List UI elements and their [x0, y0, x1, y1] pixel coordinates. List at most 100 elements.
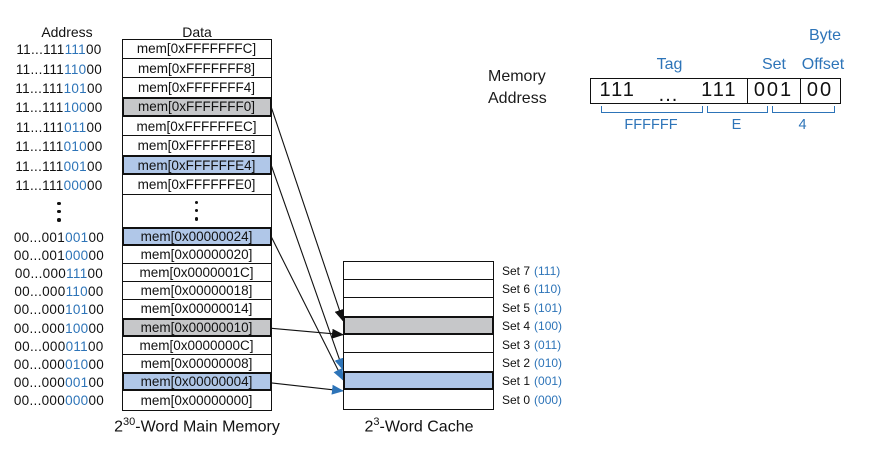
cache-row [343, 279, 493, 299]
set-bits-text: 100 [65, 320, 89, 336]
address-bits-text: 00 [88, 338, 104, 354]
tag-hex-brace [601, 106, 703, 113]
memory-data-cell: mem[0x00000024] [122, 227, 271, 246]
ellipsis-dot [194, 200, 199, 205]
cache-set-name: Set 4 [502, 319, 531, 334]
memory-data-cell: mem[0xFFFFFFFC] [122, 39, 271, 59]
address-bits-text: 00 [88, 302, 105, 318]
main-memory-caption: 230-Word Main Memory [87, 416, 307, 436]
cache-set-name: Set 5 [502, 300, 531, 315]
cache-set-label: Set 1(001) [502, 372, 562, 390]
address-bits-text: 11...111 [15, 158, 64, 174]
mid-hex-value: E [731, 117, 742, 133]
address-bits-text: 00 [88, 393, 105, 409]
cache-set-labels: Set 7(111)Set 6(110)Set 5(101)Set 4(100)… [502, 262, 562, 409]
cache-set-name: Set 1 [502, 374, 531, 389]
cache-set-bits: (111) [534, 264, 561, 278]
set-bits-text: 001 [65, 375, 89, 391]
memory-data-cell: mem[0x00000008] [122, 354, 271, 374]
mapping-arrow [271, 237, 344, 381]
tag-hex-value: FFFFFF [624, 117, 678, 133]
address-bits-text: 00...001 [13, 247, 66, 263]
data-column-header: Data [182, 24, 212, 40]
caption-exponent: 30 [123, 416, 136, 428]
ellipsis-dot [57, 201, 61, 206]
address-bits-text: 00...001 [13, 229, 66, 245]
address-bits-text: 00...000 [14, 284, 66, 300]
tag-bits-left: 111 [599, 79, 636, 101]
address-bits-text: 00 [87, 158, 103, 174]
cache-set-label: Set 4(100) [502, 317, 562, 335]
cache-set-bits: (000) [534, 392, 563, 407]
set-bits-text: 000 [63, 177, 87, 193]
address-bits-text: 00 [88, 320, 105, 336]
byte-offset-field: 00 [799, 78, 840, 103]
cache-row [343, 261, 493, 280]
address-column-header: Address [41, 24, 93, 40]
memory-data-cell: mem[0x0000001C] [122, 264, 271, 283]
address-box: 111 ... 111 001 00 [589, 77, 841, 105]
memory-data-cell: mem[0xFFFFFFF8] [122, 58, 271, 79]
memory-data-cell: mem[0xFFFFFFE4] [122, 155, 271, 176]
set-bits-text: 110 [64, 61, 87, 77]
address-bits-text: 11...111 [15, 100, 64, 116]
address-ellipsis [2, 195, 116, 228]
address-bits-text: 11...111 [15, 139, 64, 155]
address-bits-text: 11...111 [15, 61, 65, 77]
ellipsis-dot [194, 208, 199, 213]
mid-hex-brace [707, 106, 768, 113]
cache-table [342, 260, 494, 410]
mapping-arrow [271, 382, 344, 395]
ellipsis-dot [57, 209, 61, 214]
tag-bits-right: 111 [701, 79, 738, 101]
cache-row [343, 371, 493, 391]
offset-hex-value: 4 [798, 117, 807, 133]
set-label: Set [761, 56, 786, 73]
cache-set-bits: (001) [534, 374, 563, 389]
set-bits-text: 101 [63, 80, 87, 96]
address-bits-text: 00...000 [14, 338, 66, 354]
cache-row [343, 316, 493, 336]
memory-data-cell: mem[0x0000000C] [122, 336, 271, 355]
memory-data-cell: mem[0xFFFFFFE8] [122, 136, 271, 156]
cache-set-bits: (100) [534, 319, 563, 334]
memory-address-title: Memory Address [488, 66, 547, 109]
set-bits-text: 111 [64, 42, 86, 58]
set-bits-text: 100 [63, 100, 87, 116]
address-bits-text: 00 [88, 284, 104, 300]
tag-label: Tag [656, 56, 683, 73]
caption-exponent: 3 [373, 416, 380, 428]
memory-data-cell: mem[0x00000020] [122, 245, 271, 264]
cache-set-name: Set 7 [502, 264, 531, 278]
memory-data-cell: mem[0xFFFFFFEC] [122, 117, 271, 137]
memory-data-cell: mem[0x00000010] [122, 318, 271, 337]
cache-set-label: Set 7(111) [502, 262, 562, 280]
address-bits-text: 00...000 [13, 302, 66, 318]
cache-set-label: Set 0(000) [502, 391, 562, 409]
address-bits-text: 00...000 [14, 266, 67, 282]
ellipsis-dot [194, 216, 199, 221]
main-memory-table: mem[0xFFFFFFFC]mem[0xFFFFFFF8]mem[0xFFFF… [121, 38, 272, 411]
set-bits-text: 000 [65, 247, 89, 263]
cache-set-bits: (101) [534, 300, 563, 315]
address-bits-text: 00...000 [13, 393, 66, 409]
memory-data-cell: mem[0xFFFFFFF4] [122, 78, 271, 98]
tag-field: 111 ... 111 [591, 79, 747, 105]
address-bits-text: 00 [86, 61, 103, 77]
address-bits-text: 11...111 [15, 80, 64, 96]
address-bits-text: 00...000 [13, 357, 66, 373]
caption-rest: -Word Main Memory [135, 418, 280, 436]
set-bits-text: 000 [65, 393, 89, 409]
address-bits-text: 11...111 [15, 177, 64, 193]
cache-set-label: Set 3(011) [502, 336, 562, 354]
